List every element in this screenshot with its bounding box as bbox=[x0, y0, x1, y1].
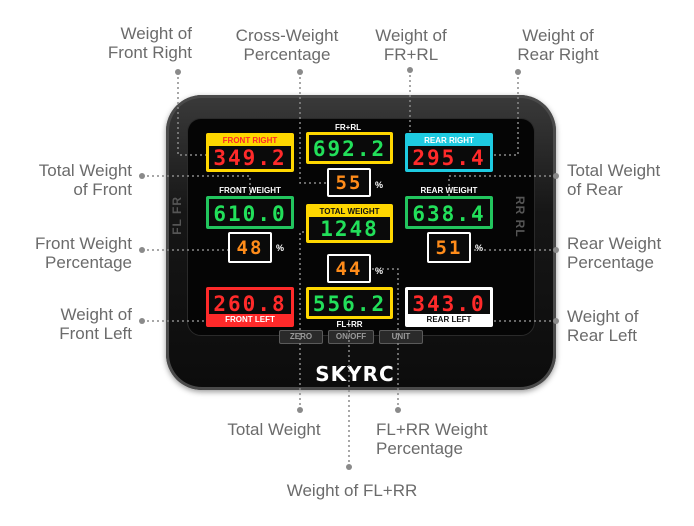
cross-weight-pct-value: 55 bbox=[335, 172, 363, 194]
dot-front-pct bbox=[139, 247, 145, 253]
panel-rear-right-label: REAR RIGHT bbox=[408, 135, 490, 146]
callout-weight-rear-left: Weight of Rear Left bbox=[567, 307, 639, 345]
panel-front-right: FRONT RIGHT 349.2 bbox=[206, 133, 294, 172]
front-pct-value: 48 bbox=[236, 237, 264, 259]
zero-button[interactable]: ZERO bbox=[279, 330, 323, 344]
panel-front-right-label: FRONT RIGHT bbox=[209, 135, 291, 146]
dot-fl-rr-pct bbox=[395, 407, 401, 413]
unit-button[interactable]: UNIT bbox=[379, 330, 423, 344]
fr-rl-value: 692.2 bbox=[312, 137, 387, 161]
fl-rr-pct-unit: % bbox=[375, 266, 384, 276]
front-right-value: 349.2 bbox=[213, 146, 287, 170]
on-off-button[interactable]: ON/OFF bbox=[328, 330, 374, 344]
callout-weight-fl-rr: Weight of FL+RR bbox=[286, 481, 418, 500]
rear-weight-value: 638.4 bbox=[412, 202, 486, 226]
fl-rr-label: FL+RR bbox=[336, 320, 363, 329]
panel-total-weight: TOTAL WEIGHT 1248 bbox=[306, 204, 393, 243]
total-weight-value: 1248 bbox=[320, 217, 379, 241]
panel-rear-left: 343.0 REAR LEFT bbox=[405, 287, 493, 327]
rear-weight-label: REAR WEIGHT bbox=[420, 186, 478, 195]
cross-weight-pct-unit: % bbox=[375, 180, 384, 190]
callout-cross-weight-percentage: Cross-Weight Percentage bbox=[235, 26, 339, 64]
panel-rear-percentage: 51 bbox=[427, 232, 471, 263]
panel-rear-weight: 638.4 bbox=[405, 196, 493, 229]
front-weight-value: 610.0 bbox=[213, 202, 287, 226]
dot-front-left bbox=[139, 318, 145, 324]
dot-front-right bbox=[175, 69, 181, 75]
front-left-value: 260.8 bbox=[213, 292, 287, 316]
callout-weight-front-left: Weight of Front Left bbox=[59, 305, 132, 343]
panel-fl-rr: 556.2 bbox=[306, 287, 393, 319]
panel-front-weight: 610.0 bbox=[206, 196, 294, 229]
rear-left-value: 343.0 bbox=[412, 292, 486, 316]
callout-fl-rr-weight-percentage: FL+RR Weight Percentage bbox=[376, 420, 488, 458]
panel-front-left: 260.8 FRONT LEFT bbox=[206, 287, 294, 327]
rear-pct-value: 51 bbox=[435, 237, 463, 259]
callout-total-weight: Total Weight bbox=[227, 420, 321, 439]
dot-front-weight bbox=[139, 173, 145, 179]
dot-fl-rr bbox=[346, 464, 352, 470]
dot-fr-rl bbox=[407, 67, 413, 73]
fl-rr-pct-value: 44 bbox=[335, 258, 363, 280]
panel-fr-rl: 692.2 bbox=[306, 132, 393, 164]
total-weight-label: TOTAL WEIGHT bbox=[309, 206, 390, 217]
panel-front-percentage: 48 bbox=[228, 232, 272, 263]
brand-logo: SKYRC bbox=[315, 362, 395, 386]
dot-total-weight bbox=[297, 407, 303, 413]
rear-right-value: 295.4 bbox=[412, 146, 486, 170]
fr-rl-label: FR+RL bbox=[335, 123, 361, 132]
callout-front-weight-percentage: Front Weight Percentage bbox=[34, 234, 132, 272]
panel-rear-right: REAR RIGHT 295.4 bbox=[405, 133, 493, 172]
front-weight-label: FRONT WEIGHT bbox=[219, 186, 281, 195]
callout-weight-rear-right: Weight of Rear Right bbox=[517, 26, 599, 64]
callout-total-weight-rear: Total Weight of Rear bbox=[567, 161, 661, 199]
side-label-right: RR RL bbox=[513, 196, 527, 238]
dot-cross-weight bbox=[297, 69, 303, 75]
front-pct-unit: % bbox=[276, 243, 285, 253]
rear-pct-unit: % bbox=[475, 243, 484, 253]
callout-weight-fr-rl: Weight of FR+RL bbox=[375, 26, 447, 64]
callout-total-weight-front: Total Weight of Front bbox=[38, 161, 132, 199]
panel-rear-left-label: REAR LEFT bbox=[408, 314, 490, 325]
callout-rear-weight-percentage: Rear Weight Percentage bbox=[567, 234, 662, 272]
panel-front-left-label: FRONT LEFT bbox=[209, 314, 291, 325]
dot-rear-right bbox=[515, 69, 521, 75]
side-label-left: FL FR bbox=[170, 196, 184, 235]
panel-cross-weight-percentage: 55 bbox=[327, 168, 371, 197]
callout-weight-front-right: Weight of Front Right bbox=[107, 24, 192, 62]
panel-fl-rr-percentage: 44 bbox=[327, 254, 371, 283]
fl-rr-value: 556.2 bbox=[312, 292, 387, 316]
